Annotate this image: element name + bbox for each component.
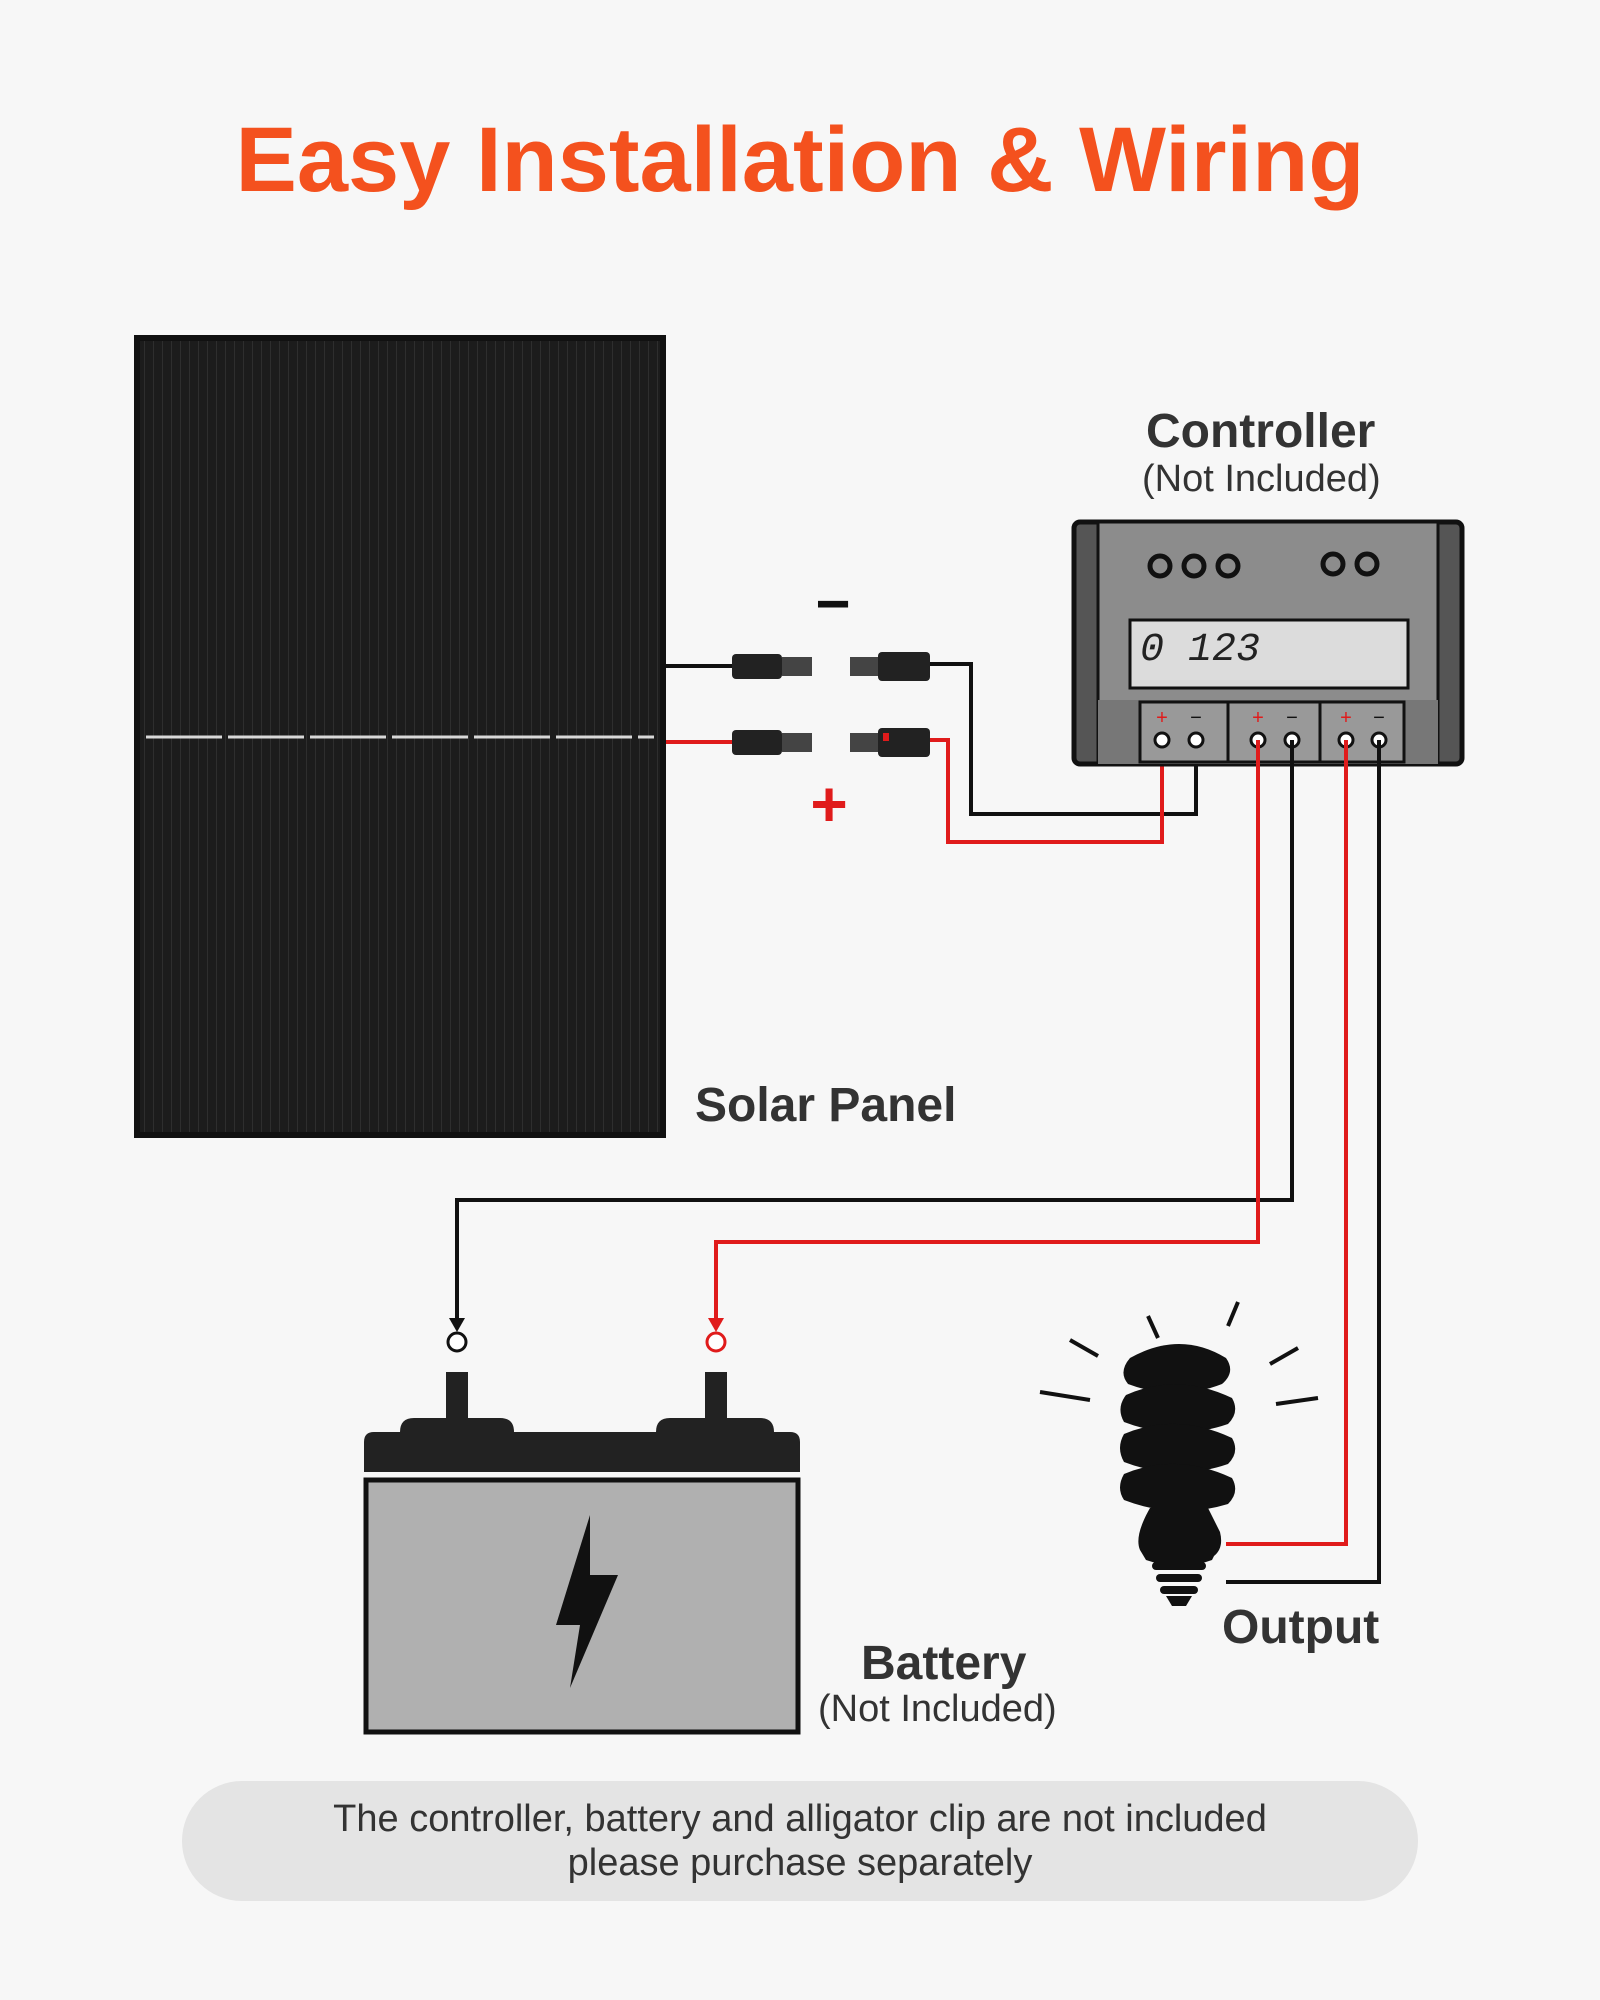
page-title: Easy Installation & Wiring bbox=[235, 109, 1365, 211]
light-bulb-icon bbox=[1039, 1301, 1319, 1606]
mc4-connector-icon bbox=[732, 652, 930, 757]
controller-sublabel: (Not Included) bbox=[1142, 458, 1381, 500]
charge-controller-icon bbox=[1071, 519, 1465, 767]
solar-panel-label: Solar Panel bbox=[695, 1079, 957, 1132]
battery-negative-arrow bbox=[449, 1318, 465, 1332]
output-label: Output bbox=[1222, 1601, 1380, 1654]
terminal-plus-load: + bbox=[1340, 707, 1352, 729]
negative-symbol: − bbox=[815, 570, 850, 637]
battery-negative-wire bbox=[455, 740, 1294, 1320]
battery-sublabel: (Not Included) bbox=[818, 1688, 1057, 1730]
terminal-minus-load: − bbox=[1373, 707, 1385, 729]
lightning-bolt-icon bbox=[556, 1515, 618, 1688]
positive-symbol: + bbox=[810, 768, 847, 840]
terminal-plus-pv: + bbox=[1156, 707, 1168, 729]
disclaimer-line-1: The controller, battery and alligator cl… bbox=[333, 1798, 1267, 1840]
controller-display: 0 123 bbox=[1140, 628, 1260, 673]
controller-label: Controller bbox=[1146, 405, 1376, 458]
terminal-minus-pv: − bbox=[1190, 707, 1202, 729]
disclaimer-line-2: please purchase separately bbox=[567, 1842, 1033, 1884]
load-positive-wire bbox=[1226, 740, 1348, 1546]
disclaimer-note: The controller, battery and alligator cl… bbox=[182, 1781, 1418, 1901]
battery-positive-arrow bbox=[708, 1318, 724, 1332]
load-negative-wire bbox=[1226, 740, 1381, 1584]
battery-positive-wire bbox=[714, 740, 1260, 1320]
battery-negative-clip bbox=[446, 1331, 468, 1353]
terminal-minus-battery: − bbox=[1286, 707, 1298, 729]
solar-panel-icon bbox=[134, 335, 666, 1138]
terminal-plus-battery: + bbox=[1252, 707, 1264, 729]
pv-negative-wire bbox=[930, 662, 1198, 816]
battery-label: Battery bbox=[861, 1637, 1027, 1690]
battery-positive-clip bbox=[705, 1331, 727, 1353]
pv-positive-wire bbox=[930, 738, 1164, 844]
